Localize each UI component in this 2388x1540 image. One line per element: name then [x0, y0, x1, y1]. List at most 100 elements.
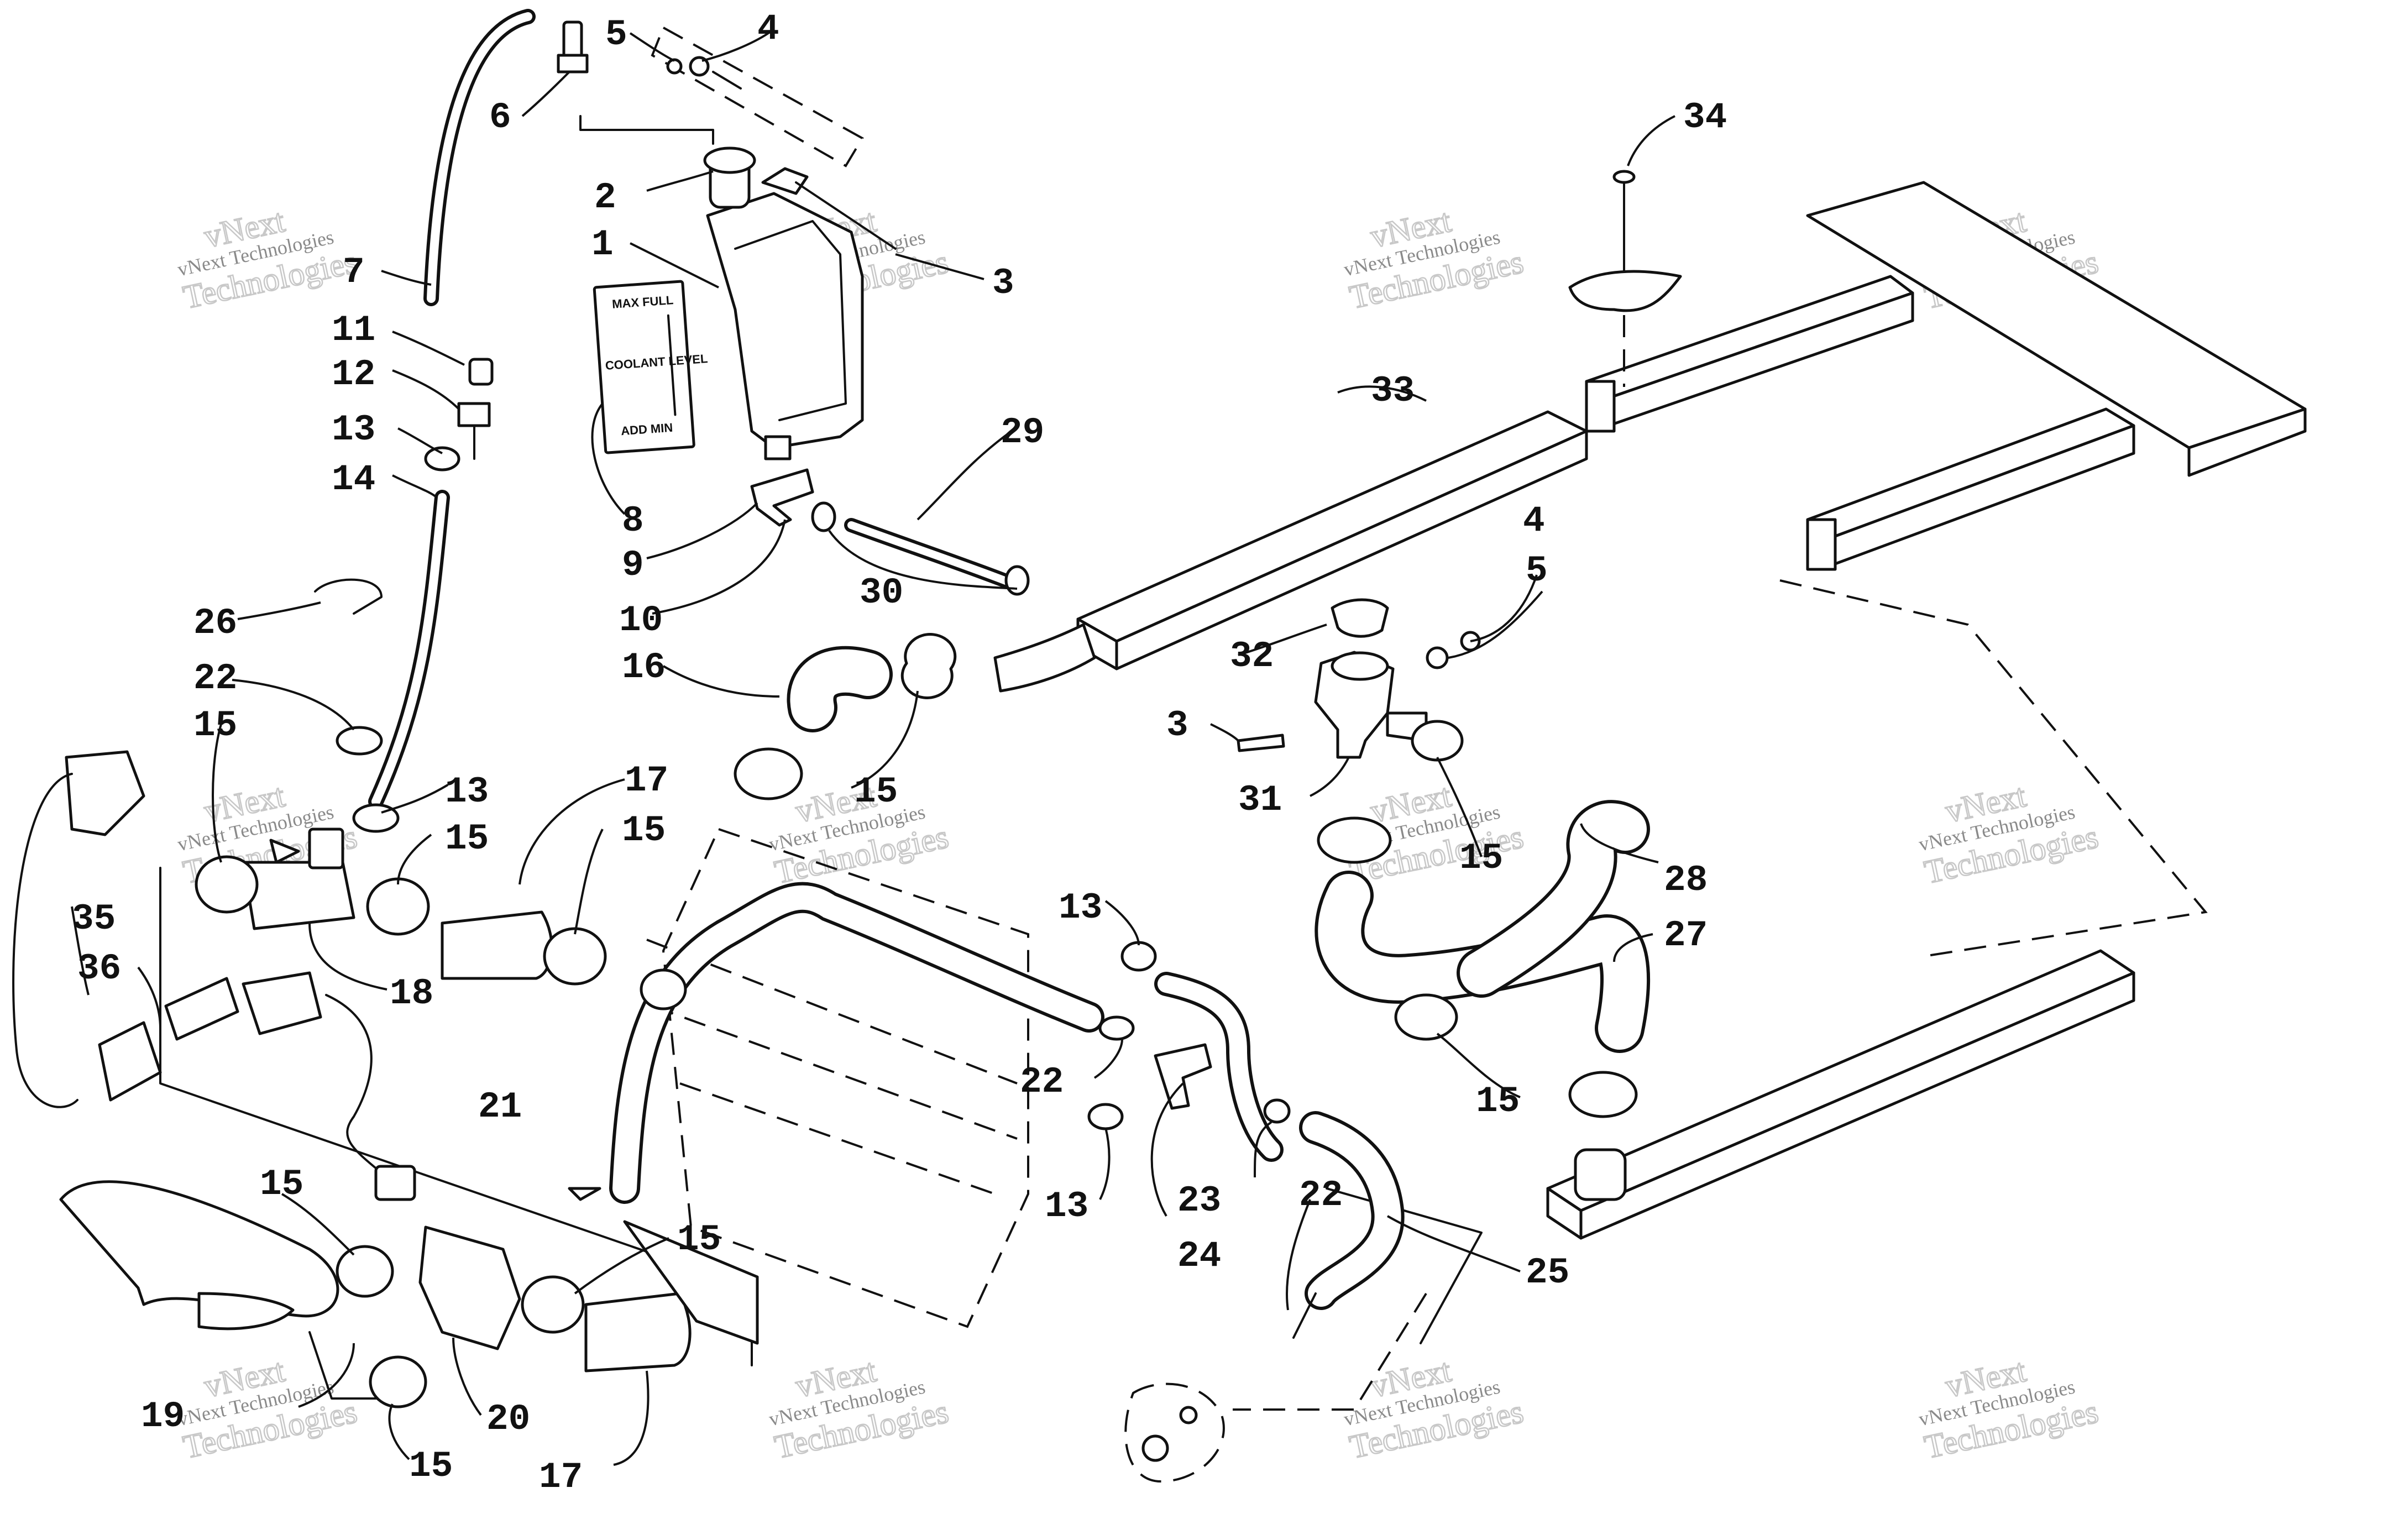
hose-clamp [1394, 993, 1458, 1041]
upper-left-hoses [195, 827, 687, 1010]
drain-valve-port [1179, 1406, 1198, 1424]
callout-32: 32 [1230, 636, 1274, 677]
callout-15: 15 [677, 1219, 721, 1260]
callout-22: 22 [193, 658, 237, 699]
callout-15: 15 [445, 818, 489, 860]
callout-12: 12 [332, 354, 375, 395]
callout-13: 13 [1059, 887, 1102, 929]
coolant-bottle-detail [734, 220, 847, 421]
drain-valve-outline [1124, 1382, 1225, 1483]
heater-fitting [242, 971, 322, 1035]
outlet-pipe [1574, 1148, 1627, 1201]
callout-leaders [71, 32, 1675, 1466]
tee-coupler [242, 861, 355, 930]
hose-clamp [734, 747, 803, 800]
direction-arrow-icon [568, 1187, 601, 1201]
callout-15: 15 [622, 810, 666, 851]
hose-clamp [521, 1275, 585, 1334]
heat-exchanger-bottom-end [1546, 1187, 1583, 1240]
coolant-bottle-neck [764, 435, 792, 460]
bleed-cap [468, 358, 494, 386]
callout-23: 23 [1177, 1180, 1221, 1222]
callout-22: 22 [1299, 1175, 1343, 1216]
callout-17: 17 [539, 1457, 583, 1498]
watermark: vNext vNext Technologies Technologies [176, 201, 361, 316]
callout-16: 16 [622, 647, 666, 688]
callout-15: 15 [260, 1164, 303, 1205]
hose-clamp [1411, 720, 1464, 762]
callout-27: 27 [1664, 915, 1708, 956]
callout-22: 22 [1020, 1061, 1064, 1103]
hose-clamp [1120, 941, 1157, 972]
heat-exchanger-rear-assembly [1585, 181, 2307, 571]
callout-30: 30 [860, 572, 903, 614]
hose-clamp [195, 855, 259, 914]
small-hose-assembly [1087, 941, 1291, 1162]
callout-28: 28 [1664, 860, 1708, 901]
thermostat-cap [1331, 598, 1389, 638]
hose-clamp [1263, 1098, 1291, 1124]
coolant-pipe [609, 882, 1104, 1204]
vent-hose-core [427, 12, 532, 303]
callout-5: 5 [1526, 550, 1548, 591]
washer [1426, 646, 1449, 669]
hose-clamp [366, 877, 430, 936]
hose-clamp [900, 633, 957, 699]
heater-wire [325, 994, 388, 1178]
bypass-connector [1292, 1292, 1317, 1339]
callout-3: 3 [1166, 705, 1188, 746]
callout-33: 33 [1371, 370, 1415, 412]
callout-7: 7 [343, 252, 365, 293]
watermark: vNext vNext Technologies Technologies [767, 1351, 952, 1466]
hose-clamp [811, 501, 836, 532]
bracket-arm [795, 181, 897, 250]
pipe-end [640, 968, 687, 1010]
hose-clamp [1568, 1071, 1638, 1118]
heater-coil [164, 977, 239, 1041]
lower-left-hoses [59, 1180, 759, 1408]
callout-13: 13 [1045, 1186, 1088, 1227]
callout-19: 19 [141, 1396, 185, 1437]
upper-hose-core [790, 649, 889, 729]
callout-3: 3 [992, 263, 1014, 304]
bypass-hose [1292, 1111, 1405, 1339]
bleed-hose-assembly [336, 358, 494, 833]
callout-35: 35 [72, 898, 116, 940]
upper-hose [734, 623, 1096, 800]
callout-1: 1 [591, 224, 614, 265]
decal-scale-line [667, 314, 677, 416]
watermark: vNext vNext Technologies Technologies [1342, 201, 1527, 316]
overflow-hose-core [847, 521, 1015, 587]
bypass-hose-core [1302, 1114, 1401, 1307]
heat-exchanger-front [1076, 410, 1588, 671]
hose-clamp [1317, 816, 1392, 864]
engine-heater-assembly [12, 750, 416, 1201]
callout-14: 14 [332, 459, 375, 500]
callout-11: 11 [332, 310, 375, 351]
bleed-hose-core [371, 493, 447, 806]
y-fitting [1154, 1043, 1212, 1110]
watermark: vNext vNext Technologies Technologies [1917, 776, 2102, 891]
bleed-hose [368, 490, 450, 809]
mount-stud [712, 71, 742, 90]
mount-bracket-dashed [651, 26, 864, 167]
coolant-pipe-core [612, 885, 1101, 1201]
screw [1237, 734, 1285, 752]
heater-element [98, 1021, 162, 1102]
heat-exchanger-lower-end [1806, 518, 1837, 571]
watermark: vNext vNext Technologies Technologies [176, 1351, 361, 1466]
vent-fitting-nut [557, 54, 589, 74]
dashed-rail [679, 1082, 996, 1195]
hose-17-lower [584, 1292, 692, 1373]
thermostat-hoses [1315, 800, 1650, 1201]
heater-plug [65, 750, 145, 836]
hose-clamp [336, 1245, 394, 1298]
washer [689, 56, 710, 77]
nut [666, 58, 683, 75]
callout-10: 10 [619, 600, 663, 641]
thermostat-housing [1237, 598, 1481, 864]
coolant-bottle-bracket [761, 167, 809, 195]
hose-clamp [1098, 1015, 1135, 1041]
cable-tie [314, 578, 383, 615]
drain-valve-knob [1141, 1434, 1169, 1462]
